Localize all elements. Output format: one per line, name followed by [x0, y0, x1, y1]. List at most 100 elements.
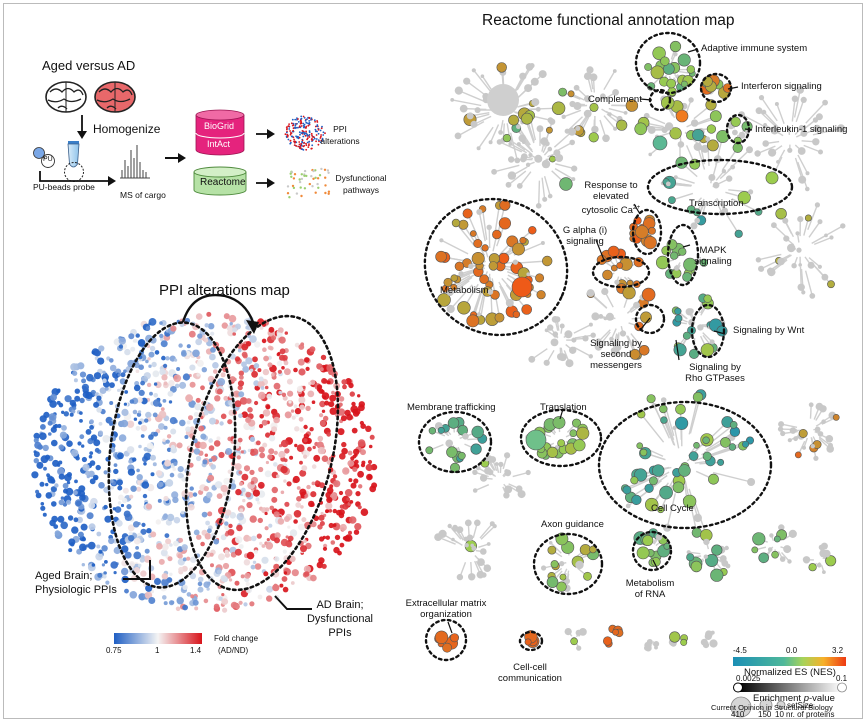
- thumb-dot: [289, 130, 291, 132]
- ppi-dot: [349, 500, 354, 504]
- thumb-dot: [313, 137, 316, 140]
- pathway-node: [481, 244, 489, 252]
- ppi-dot: [133, 551, 142, 560]
- pathway-node: [468, 263, 474, 269]
- thumb-dot: [288, 128, 291, 130]
- thumb-node: [288, 196, 291, 199]
- pathway-edge: [550, 542, 562, 554]
- thumb-node: [286, 185, 290, 188]
- reactome-title: Reactome functional annotation map: [482, 12, 735, 29]
- pathway-node: [836, 124, 846, 133]
- ppi-dot: [328, 522, 334, 529]
- ppi-dot: [123, 510, 131, 518]
- pathway-node: [463, 77, 471, 85]
- ppi-dot: [163, 495, 169, 502]
- thumb-dot: [295, 145, 298, 147]
- ppi-dot: [206, 311, 212, 317]
- nes-colorbar: [733, 657, 846, 666]
- pathway-node: [464, 519, 472, 527]
- thumb-dot: [298, 141, 301, 143]
- ppi-dot: [324, 400, 330, 406]
- pathway-node: [474, 519, 481, 527]
- pathway-node: [801, 290, 806, 295]
- scale-title: Fold change: [214, 634, 259, 643]
- ppi-dot: [271, 496, 278, 503]
- pathway-node: [767, 267, 774, 273]
- ppi-dot: [255, 440, 261, 446]
- pathway-node: [508, 114, 519, 126]
- thumb-node: [324, 191, 327, 195]
- ppi-dot: [121, 408, 129, 416]
- ppi-dot: [126, 446, 135, 454]
- ppi-dot: [238, 370, 244, 376]
- pathway-node: [525, 469, 531, 476]
- ppi-dot: [141, 481, 150, 489]
- ppi-dot: [133, 417, 138, 421]
- reactome-database-icon: [193, 166, 247, 196]
- pathway-node: [677, 141, 685, 148]
- pathway-node: [547, 324, 554, 331]
- pathway-node: [457, 301, 471, 315]
- thumb-dot: [305, 142, 307, 145]
- thumb-node: [312, 177, 315, 180]
- pathway-edge: [808, 257, 821, 268]
- ppi-dot: [98, 549, 103, 554]
- pathway-node: [507, 171, 517, 180]
- pathway-node: [583, 72, 592, 80]
- thumb-dot: [299, 146, 301, 149]
- pathway-node: [817, 219, 823, 225]
- ppi-dot: [242, 498, 246, 503]
- ppi-dot: [232, 327, 238, 333]
- pathway-node: [521, 140, 526, 145]
- ppi-dot: [71, 402, 77, 408]
- ppi-dot: [321, 563, 327, 569]
- ppi-dot: [165, 439, 170, 444]
- pathway-node: [576, 645, 582, 651]
- pathway-node: [639, 448, 648, 457]
- ppi-dot: [209, 417, 216, 425]
- ppi-dot: [197, 333, 203, 339]
- pathway-node: [601, 287, 609, 296]
- ppi-dot: [174, 358, 178, 362]
- thumb-node: [303, 174, 306, 177]
- ppi-dot: [254, 549, 258, 554]
- pathway-node: [793, 436, 798, 442]
- pathway-node: [494, 312, 505, 323]
- ppi-dot: [233, 390, 241, 398]
- pathway-node: [437, 293, 451, 307]
- pathway-node: [479, 274, 489, 285]
- thumb-dot: [305, 130, 307, 133]
- ppi-dot: [234, 463, 242, 471]
- nes-mid: 0.0: [786, 646, 798, 655]
- ppi-dot: [186, 592, 192, 597]
- ppi-dot: [309, 346, 316, 353]
- ppi-dot: [268, 523, 273, 528]
- ppi-dot: [267, 454, 273, 460]
- thumb-node: [316, 182, 319, 186]
- ppi-dot: [336, 509, 342, 516]
- pathway-node: [591, 125, 599, 134]
- pathway-edge: [813, 264, 832, 285]
- ppi-dot: [103, 470, 108, 475]
- ppi-dot: [145, 411, 152, 419]
- ppi-dot: [332, 508, 337, 514]
- pathway-node: [751, 546, 759, 554]
- ppi-dot: [79, 543, 87, 552]
- ppi-dot: [198, 425, 205, 432]
- thumb-dot: [302, 131, 305, 134]
- ppi-dot: [54, 530, 61, 537]
- ppi-dot: [171, 491, 179, 499]
- thumb-dot: [290, 132, 293, 135]
- ppi-dot: [157, 498, 162, 503]
- ppi-dot: [135, 369, 140, 374]
- ppi-dot: [162, 399, 167, 403]
- p-max: 0.1: [836, 674, 848, 683]
- ppi-dot: [325, 535, 330, 540]
- arrow-head: [267, 178, 275, 188]
- pathway-node: [708, 174, 716, 181]
- thumb-node: [300, 194, 303, 198]
- pathway-node: [703, 294, 712, 303]
- pathway-node: [674, 314, 683, 323]
